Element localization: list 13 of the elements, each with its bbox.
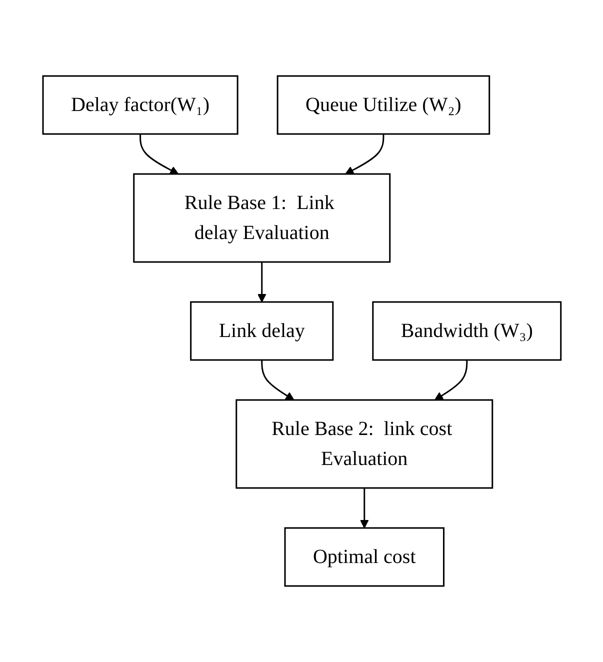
node-box: Delay factor(W₁) [42,75,238,135]
node-box: Link delay [190,301,334,361]
arrow [260,360,294,400]
arrow [360,488,368,528]
arrow [344,134,384,174]
node-box: Optimal cost [284,527,444,587]
node-box: Rule Base 2: link cost Evaluation [235,399,493,489]
node-box: Rule Base 1: Link delay Evaluation [132,173,390,263]
node-box: Bandwidth (W₃) [372,301,562,361]
arrow [257,262,266,302]
arrow [139,134,178,174]
arrow [434,360,468,400]
node-box: Queue Utilize (W₂) [276,75,490,135]
